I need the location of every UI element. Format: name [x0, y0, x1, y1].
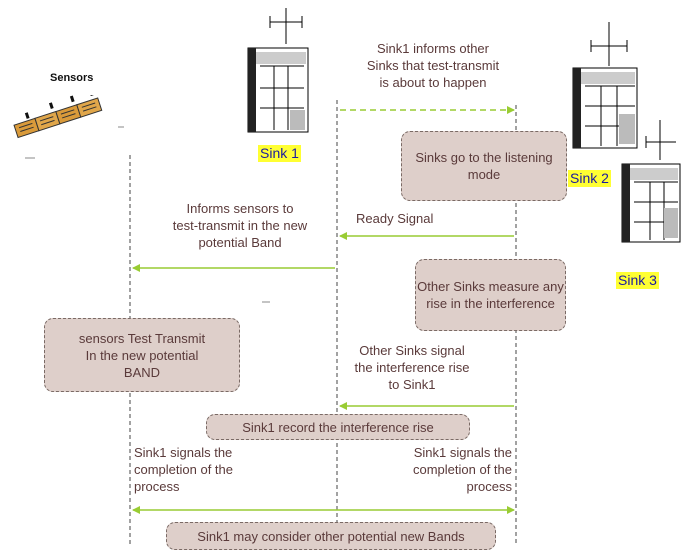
msg-ready-signal: Ready Signal [356, 211, 434, 226]
msg-completion-left: Sink1 signals the completion of the proc… [134, 445, 234, 494]
box-sensors-test-transmit: sensors Test Transmit In the new potenti… [44, 318, 240, 392]
sink2-server-icon [572, 22, 638, 149]
sensors-title: Sensors [50, 72, 94, 84]
sink1-server-icon [247, 8, 309, 133]
sink3-label: Sink 3 [616, 272, 659, 289]
box-listening-mode: Sinks go to the listening mode [401, 131, 567, 201]
msg-inform-sensors: Informs sensors to test-transmit in the … [172, 201, 308, 250]
box-record-interference: Sink1 record the interference rise [206, 414, 470, 440]
sink2-label: Sink 2 [568, 170, 611, 187]
sink1-label: Sink 1 [258, 145, 301, 162]
sensors-icon [13, 95, 103, 139]
box-consider-bands: Sink1 may consider other potential new B… [166, 522, 496, 550]
msg-completion-right: Sink1 signals the completion of the proc… [412, 445, 512, 494]
box-measure-interference: Other Sinks measure any rise in the inte… [415, 259, 566, 331]
sink3-server-icon [621, 120, 681, 243]
msg-interference-signal: Other Sinks signal the interference rise… [354, 343, 470, 392]
msg-inform-sinks: Sink1 informs other Sinks that test-tran… [366, 41, 500, 90]
